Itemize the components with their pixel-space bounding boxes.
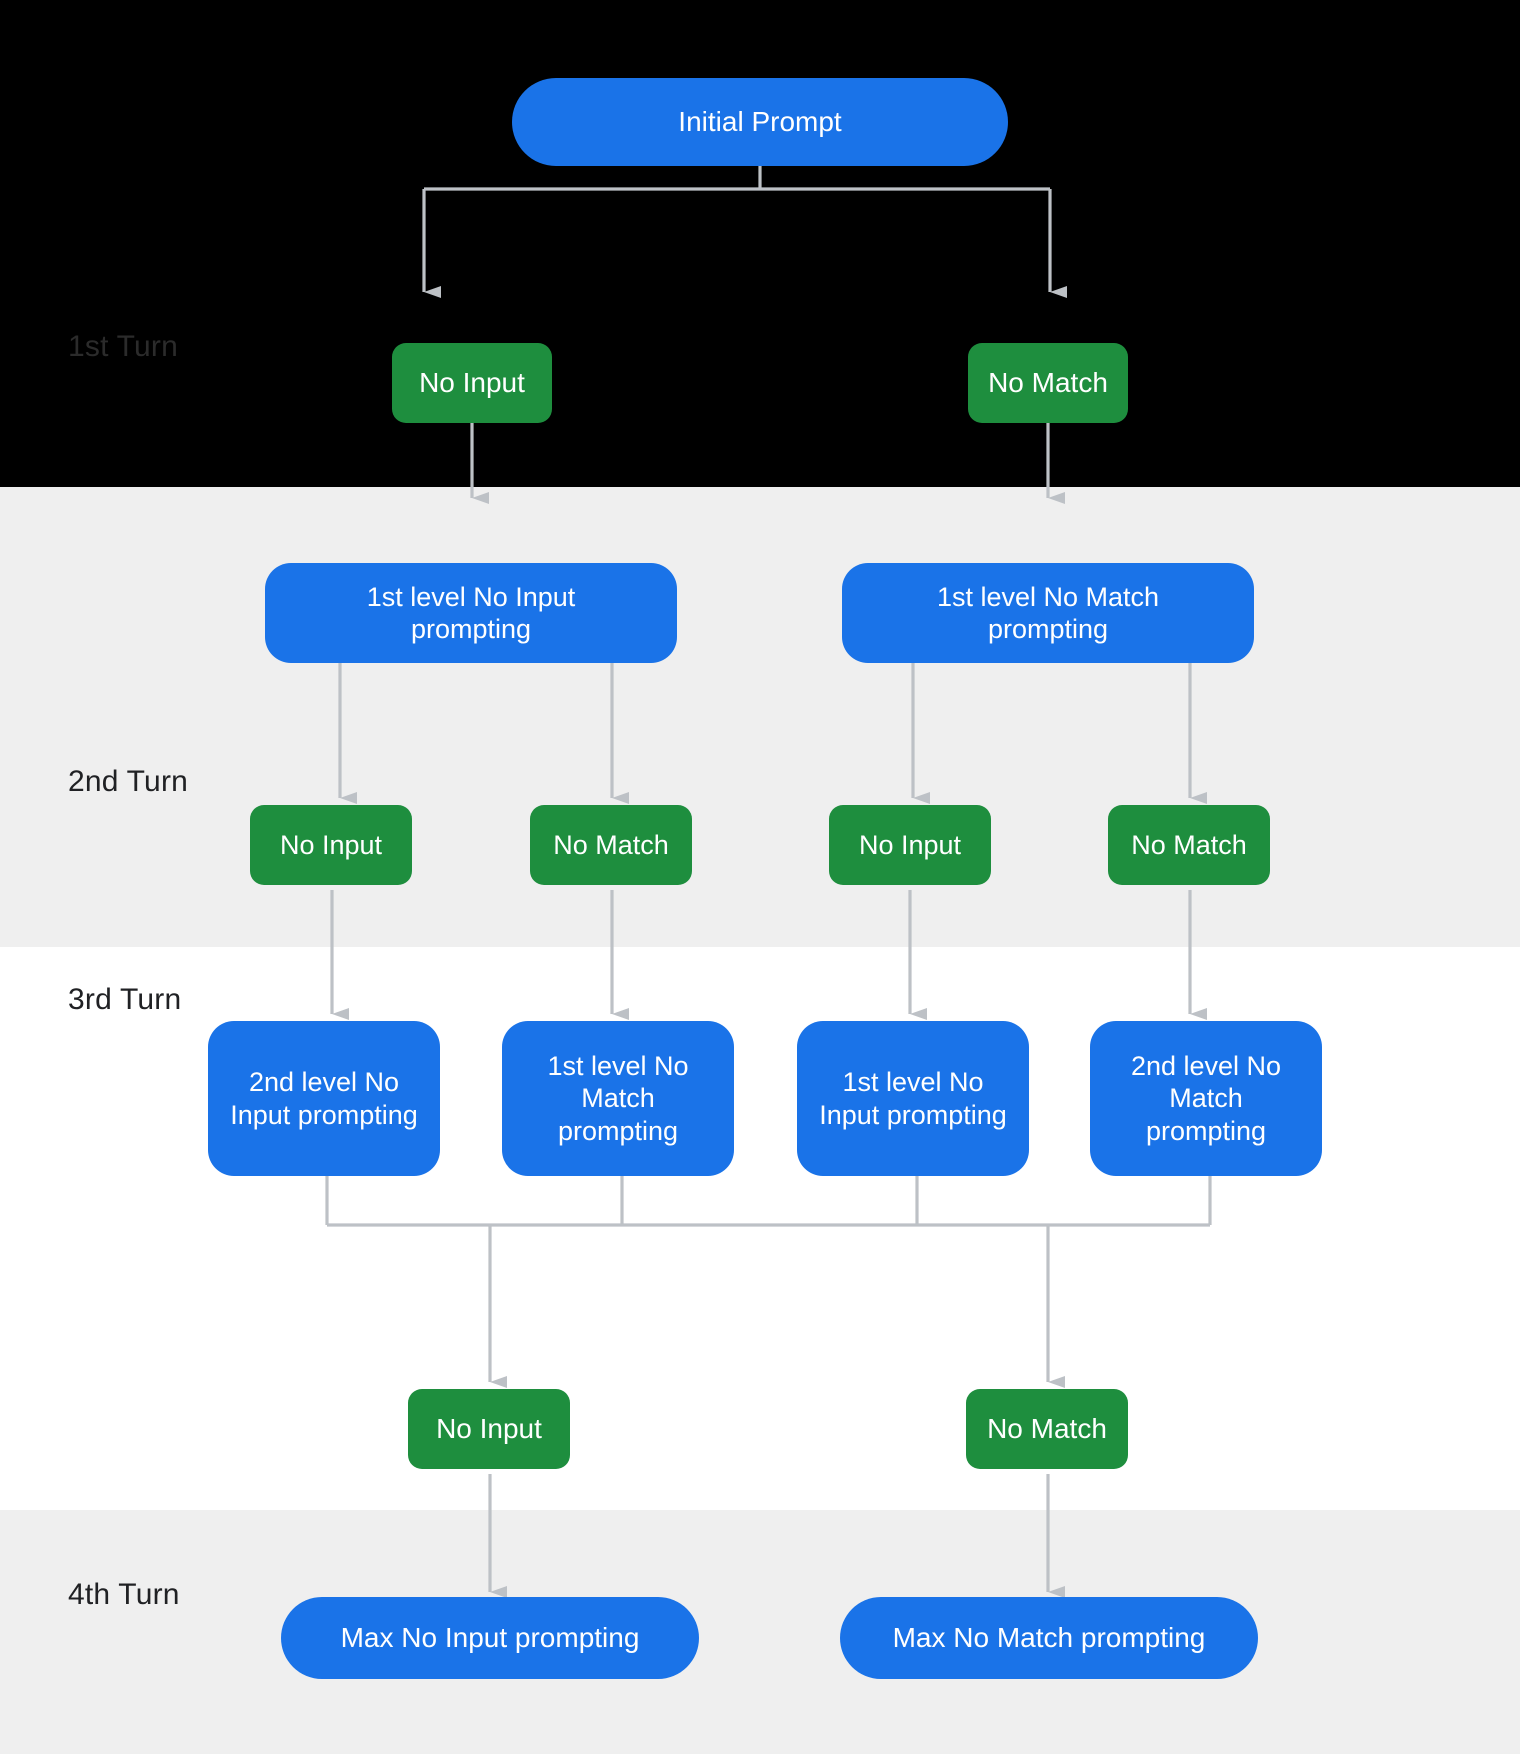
turn-label-1: 1st Turn — [68, 330, 178, 363]
node-initial-prompt[interactable]: Initial Prompt — [512, 78, 1008, 166]
turn-label-4: 4th Turn — [68, 1578, 180, 1611]
node-turn3-prompt-1st-no-match[interactable]: 1st level No Match prompting — [502, 1021, 734, 1176]
node-turn1-no-match[interactable]: No Match — [968, 343, 1128, 423]
node-turn2-event-no-input-b[interactable]: No Input — [829, 805, 991, 885]
node-turn1-no-input[interactable]: No Input — [392, 343, 552, 423]
band-turn-2 — [0, 487, 1520, 947]
node-turn2-prompt-no-input[interactable]: 1st level No Input prompting — [265, 563, 677, 663]
node-turn4-max-no-input[interactable]: Max No Input prompting — [281, 1597, 699, 1679]
turn-label-2: 2nd Turn — [68, 765, 189, 798]
band-turn-4 — [0, 1510, 1520, 1754]
node-turn2-event-no-input-a[interactable]: No Input — [250, 805, 412, 885]
node-turn2-event-no-match-b[interactable]: No Match — [1108, 805, 1270, 885]
node-turn3-prompt-2nd-no-input[interactable]: 2nd level No Input prompting — [208, 1021, 440, 1176]
node-turn2-event-no-match-a[interactable]: No Match — [530, 805, 692, 885]
node-turn3-event-no-input[interactable]: No Input — [408, 1389, 570, 1469]
node-turn3-prompt-2nd-no-match[interactable]: 2nd level No Match prompting — [1090, 1021, 1322, 1176]
node-turn3-event-no-match[interactable]: No Match — [966, 1389, 1128, 1469]
band-turn-1 — [0, 0, 1520, 487]
node-turn3-prompt-1st-no-input[interactable]: 1st level No Input prompting — [797, 1021, 1029, 1176]
node-turn4-max-no-match[interactable]: Max No Match prompting — [840, 1597, 1258, 1679]
node-turn2-prompt-no-match[interactable]: 1st level No Match prompting — [842, 563, 1254, 663]
turn-label-3: 3rd Turn — [68, 983, 182, 1016]
